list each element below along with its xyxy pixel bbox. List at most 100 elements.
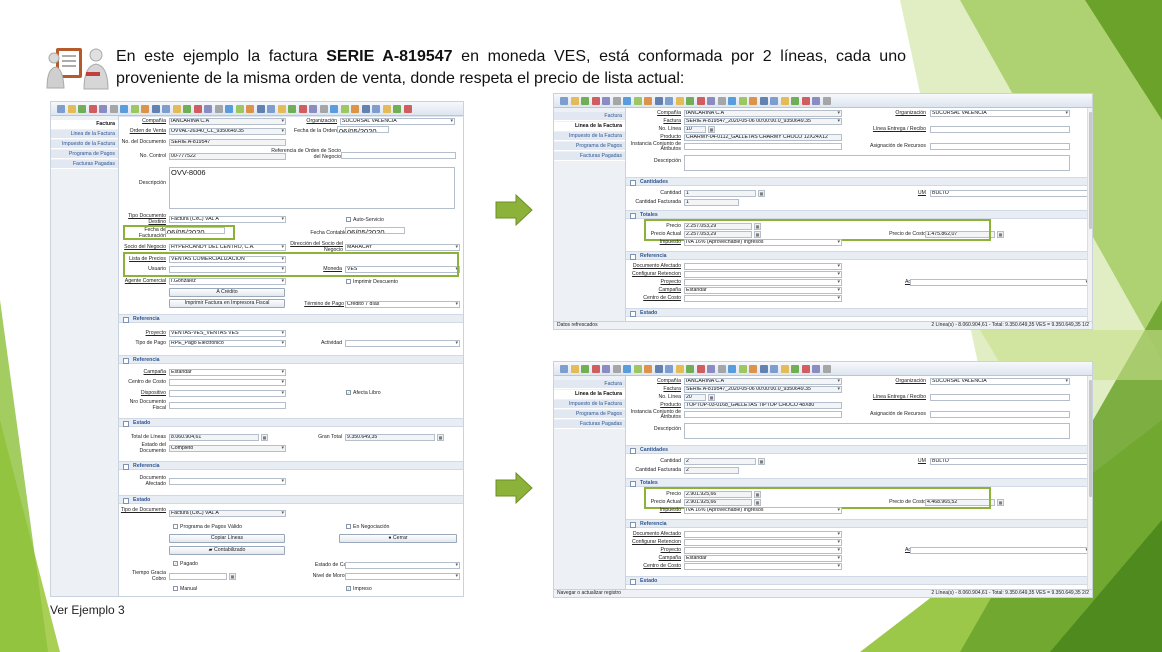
toolbar-icon[interactable] — [707, 365, 715, 373]
toolbar-icon[interactable] — [560, 97, 568, 105]
section-header[interactable]: Referencia — [119, 314, 463, 323]
toolbar-icon[interactable] — [591, 365, 600, 373]
calculator-icon[interactable]: ▦ — [758, 190, 765, 197]
toolbar-icon[interactable] — [67, 105, 76, 113]
toolbar-icon[interactable] — [319, 105, 328, 113]
toolbar-icon[interactable] — [675, 97, 684, 105]
ver-ejemplo-link[interactable]: Ver Ejemplo 3 — [50, 603, 125, 617]
toolbar-icon[interactable] — [633, 97, 642, 105]
toolbar-icon[interactable] — [612, 97, 621, 105]
toolbar-icon[interactable] — [162, 105, 170, 113]
field-input[interactable]: RPE_Pago Electrónico — [169, 340, 286, 347]
field-input[interactable] — [684, 531, 842, 538]
field-input[interactable]: 00-777522 — [169, 153, 286, 160]
field-input[interactable] — [910, 279, 1090, 286]
section-header[interactable]: Totales — [626, 210, 1092, 219]
toolbar-icon[interactable] — [749, 365, 757, 373]
toolbar-icon[interactable] — [277, 105, 286, 113]
field-input[interactable]: CHARMY-04-0112_GALLETAS CHARMY CHOCO 12X… — [684, 134, 842, 141]
toolbar-icon[interactable] — [686, 365, 694, 373]
toolbar-icon[interactable] — [214, 105, 223, 113]
field-input[interactable]: BULTO — [930, 190, 1092, 197]
checkbox[interactable]: En Negociación — [346, 524, 389, 531]
field-input[interactable]: 2.257.053,29 — [684, 223, 752, 230]
calculator-icon[interactable]: ▦ — [754, 223, 761, 230]
field-input[interactable]: IANCARINA C.A — [684, 378, 842, 385]
toolbar-icon[interactable] — [696, 97, 705, 105]
toolbar-icon[interactable] — [78, 105, 86, 113]
toolbar-icon[interactable] — [361, 105, 370, 113]
tab-programa-de-pagos[interactable]: Programa de Pagos — [554, 142, 625, 151]
tab-linea-de-la-factura[interactable]: Linea de la Factura — [554, 122, 625, 131]
toolbar-icon[interactable] — [749, 97, 757, 105]
toolbar-icon[interactable] — [130, 105, 139, 113]
toolbar-icon[interactable] — [644, 365, 652, 373]
field-input[interactable]: BULTO — [930, 458, 1092, 465]
field-input[interactable] — [345, 562, 460, 569]
field-input[interactable]: I.Gonzalez — [169, 278, 286, 285]
field-input[interactable] — [930, 126, 1070, 133]
field-input[interactable] — [930, 394, 1070, 401]
tab-facturas-pagadas[interactable]: Facturas Pagadas — [51, 160, 118, 169]
vertical-scrollbar[interactable] — [1087, 108, 1092, 321]
section-header[interactable]: Referencia — [626, 519, 1092, 528]
contabilizado-button[interactable]: ▰ Contabilizado — [169, 546, 285, 555]
field-input[interactable] — [684, 423, 1070, 439]
calculator-icon[interactable]: ▦ — [708, 394, 715, 401]
calculator-icon[interactable]: ▦ — [708, 126, 715, 133]
field-input[interactable]: 20 — [684, 394, 706, 401]
checkbox[interactable]: Imprimir Descuento — [346, 279, 398, 286]
toolbar-icon[interactable] — [172, 105, 181, 113]
toolbar-icon[interactable] — [644, 97, 652, 105]
toolbar-icon[interactable] — [141, 105, 149, 113]
toolbar-icon[interactable] — [372, 105, 380, 113]
field-input[interactable]: 2 — [684, 467, 739, 474]
toolbar-icon[interactable] — [791, 365, 799, 373]
field-input[interactable]: IANCARINA C.A — [169, 118, 286, 125]
field-input[interactable]: 06/05/2020 — [337, 126, 389, 133]
toolbar-icon[interactable] — [696, 365, 705, 373]
field-input[interactable]: Completo — [169, 445, 286, 452]
toolbar-icon[interactable] — [717, 97, 726, 105]
toolbar-icon[interactable] — [738, 97, 747, 105]
field-input[interactable]: VENTAS-VES_VENTAS VES — [169, 330, 286, 337]
toolbar-icon[interactable] — [780, 365, 789, 373]
toolbar-icon[interactable] — [602, 365, 610, 373]
tab-facturas-pagadas[interactable]: Facturas Pagadas — [554, 152, 625, 161]
section-header[interactable]: Referencia — [626, 251, 1092, 260]
field-input[interactable]: SUCURSAL VALENCIA — [930, 378, 1070, 385]
field-input[interactable]: VES — [345, 266, 460, 273]
checkbox[interactable]: ✓Afecta Libro — [346, 390, 381, 396]
checkbox[interactable]: Programa de Pagos Válido — [173, 524, 242, 531]
toolbar-icon[interactable] — [570, 365, 579, 373]
checkbox[interactable]: ✓Pagado — [173, 561, 198, 567]
field-input[interactable]: TOPTOP-03-0168_GALLETAS TIPTOP CHOCO 48X… — [684, 402, 842, 409]
field-input[interactable] — [684, 295, 842, 302]
section-header[interactable]: Totales — [626, 478, 1092, 487]
toolbar-icon[interactable] — [612, 365, 621, 373]
toolbar-icon[interactable] — [686, 97, 694, 105]
field-input[interactable]: SUCURSAL VALENCIA — [340, 118, 455, 125]
toolbar-icon[interactable] — [791, 97, 799, 105]
cerrar-button[interactable]: ● Cerrar — [339, 534, 457, 543]
section-header[interactable]: Cantidades — [626, 177, 1092, 186]
toolbar-icon[interactable] — [382, 105, 391, 113]
toolbar-icon[interactable] — [581, 97, 589, 105]
tab-factura[interactable]: Factura — [554, 112, 625, 121]
field-input[interactable] — [169, 573, 227, 580]
toolbar-icon[interactable] — [812, 365, 820, 373]
a-credito-button[interactable]: A Crédito — [169, 288, 285, 297]
copiar-lineas-button[interactable]: Copiar Líneas — [169, 534, 285, 543]
toolbar-icon[interactable] — [570, 97, 579, 105]
section-header[interactable]: Cantidades — [626, 445, 1092, 454]
field-input[interactable] — [930, 411, 1070, 418]
toolbar-icon[interactable] — [665, 97, 673, 105]
toolbar-icon[interactable] — [822, 365, 831, 373]
toolbar-icon[interactable] — [193, 105, 202, 113]
section-header[interactable]: Estado — [626, 576, 1092, 585]
toolbar-icon[interactable] — [288, 105, 296, 113]
field-input[interactable]: 2 — [684, 458, 756, 465]
toolbar-icon[interactable] — [770, 97, 778, 105]
toolbar-icon[interactable] — [256, 105, 265, 113]
toolbar-icon[interactable] — [235, 105, 244, 113]
